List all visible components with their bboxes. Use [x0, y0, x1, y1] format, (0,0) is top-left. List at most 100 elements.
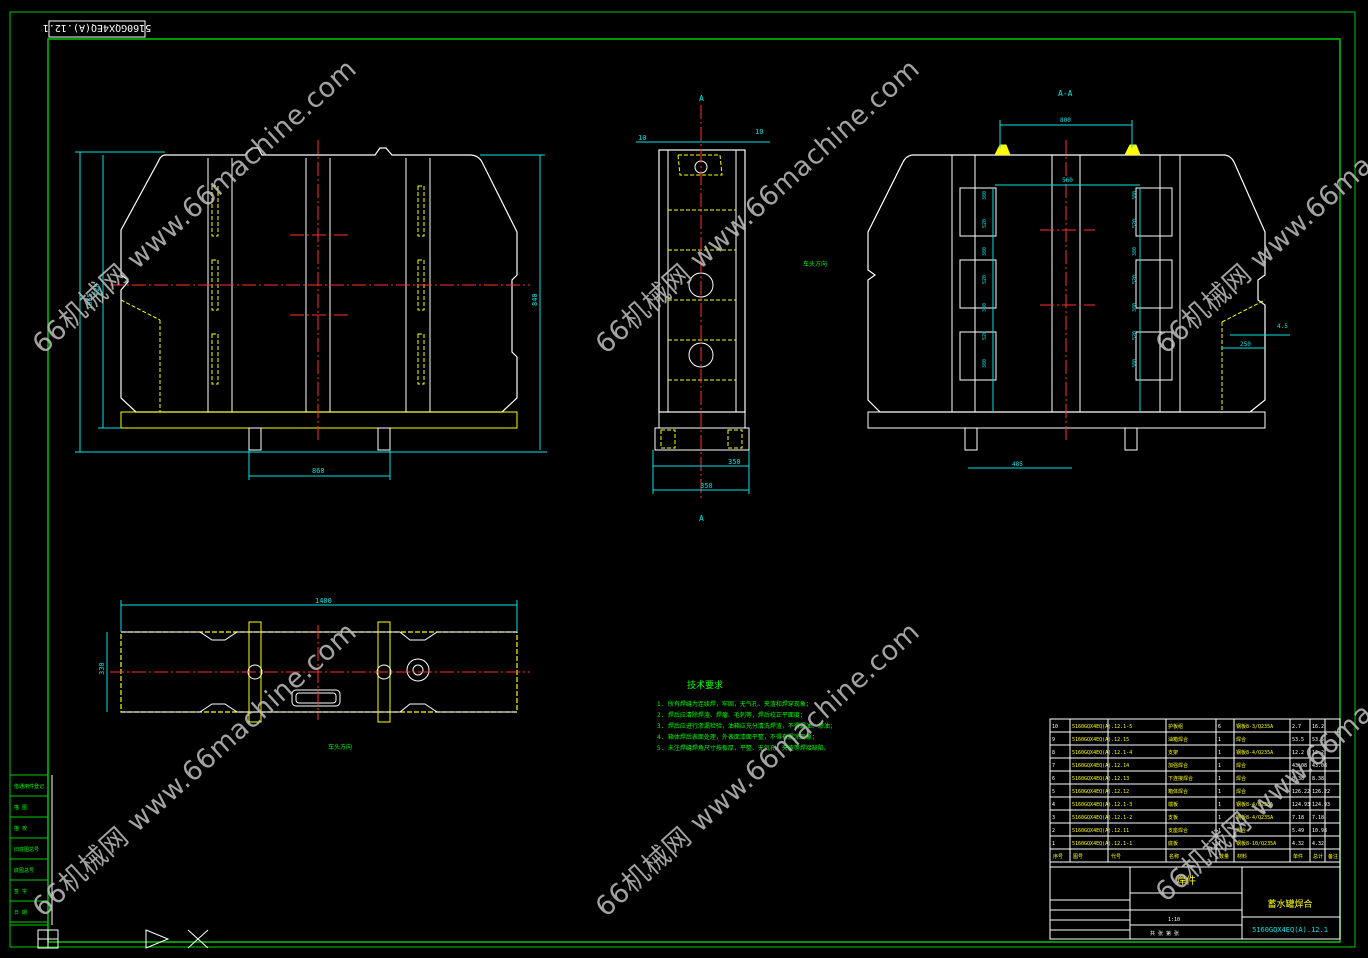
tech-line: 2. 焊后应清除焊渣、焊瘤、毛刺等，焊后校正平面度； — [657, 711, 806, 719]
stamp-label: 签 字 — [14, 888, 27, 895]
part-name: 蓄水罐焊合 — [1267, 898, 1312, 910]
bom-cell: 2.7 — [1292, 724, 1301, 730]
front-tank-outline — [120, 147, 518, 413]
tech-title: 技术要求 — [687, 679, 723, 691]
stack-dim-right: 520 — [1132, 331, 1138, 340]
ucs-arrow-x — [145, 929, 170, 949]
dim-text: 330 — [98, 662, 106, 675]
bom-cell: 5 — [1052, 789, 1055, 795]
bom-cell: 6 — [1052, 776, 1055, 782]
stamp-label: 底图总号 — [14, 867, 34, 874]
dim-text: 840 — [531, 293, 539, 306]
section-rib-panel — [959, 331, 997, 381]
section-rib-panel — [1135, 187, 1173, 237]
front-slot — [417, 333, 425, 385]
bom-cell: 43.08 — [1312, 763, 1327, 769]
bom-cell: 124.93 — [1312, 802, 1330, 808]
stack-dim-left: 380 — [982, 191, 988, 200]
bom-cell: 1 — [1218, 828, 1221, 834]
bom-header-cell: 单件 — [1293, 853, 1303, 860]
code-box — [48, 20, 146, 38]
bom-cell: 9 — [1052, 737, 1055, 743]
bom-cell: 53.5 — [1292, 737, 1304, 743]
bom-header-cell: 名称 — [1169, 853, 1179, 860]
bom-cell: 5160GQX4EQ(A).12.1-3 — [1072, 802, 1132, 808]
bom-header-cell: 数量 — [1219, 853, 1229, 860]
bom-cell: 5160GQX4EQ(A).12.11 — [1072, 828, 1129, 834]
bom-cell: 5160GQX4EQ(A).12.15 — [1072, 737, 1129, 743]
bom-header-cell: 材料 — [1237, 853, 1247, 860]
dim-text: 250 — [1240, 341, 1251, 348]
bom-cell: 43.08 — [1292, 763, 1307, 769]
section-outline — [867, 154, 1266, 413]
stamp-label: 旧底图总号 — [14, 846, 39, 853]
tech-line: 4. 箱体焊后表面处理，外表面漆面平整，不得有漏涂现象； — [657, 733, 818, 741]
bom-cell: 4.32 — [1312, 841, 1324, 847]
inner-frame — [47, 38, 1341, 943]
bom-cell: 2 — [1052, 828, 1055, 834]
bom-cell: 1 — [1218, 815, 1221, 821]
bom-cell: 10.98 — [1312, 828, 1327, 834]
bom-cell: 支座焊合 — [1168, 827, 1188, 834]
dim-text: 350 — [700, 482, 713, 490]
bom-header-cell: 序号 — [1053, 853, 1063, 860]
tech-requirements: 技术要求 1. 所有焊缝为连续焊，牢固，无气孔、夹渣和焊穿现象； 2. 焊后应清除… — [657, 679, 836, 752]
stack-dim-left: 520 — [982, 275, 988, 284]
bom-cell: 16.2 — [1312, 724, 1324, 730]
bom-cell: 1 — [1218, 802, 1221, 808]
bom-cell: 5160GQX4EQ(A).12.1-4 — [1072, 750, 1132, 756]
bom-cell: 1 — [1218, 789, 1221, 795]
side-foot — [654, 427, 750, 451]
front-slot — [211, 185, 219, 237]
plan-handle — [291, 689, 341, 707]
bom-cell: 钢板8-10/Q235A — [1236, 840, 1276, 847]
stack-dim-right: 520 — [1132, 275, 1138, 284]
bom-cell: 7.18 — [1312, 815, 1324, 821]
stamp-label: 描 校 — [14, 825, 27, 832]
section-foot — [964, 427, 978, 451]
bom-cell: 5.49 — [1292, 828, 1304, 834]
bom-cell: 焊合 — [1236, 775, 1246, 782]
bom-cell: 钢板8-3/Q235A — [1236, 723, 1273, 730]
bom-cell: 3 — [1052, 815, 1055, 821]
outer-frame — [9, 11, 1356, 948]
bom-cell: 10 — [1052, 724, 1058, 730]
tech-line: 1. 所有焊缝为连续焊，牢固，无气孔、夹渣和焊穿现象； — [657, 700, 812, 708]
stamp-label: 日 期 — [14, 910, 27, 916]
bom-cell: 焊合 — [1236, 827, 1246, 834]
bom-cell: 5160GQX4EQ(A).12.14 — [1072, 763, 1129, 769]
front-slot — [417, 185, 425, 237]
section-foot — [1124, 427, 1138, 451]
bom-cell: 126.22 — [1312, 789, 1330, 795]
front-foot-right — [377, 427, 391, 451]
bom-cell: 4.32 — [1292, 841, 1304, 847]
bom-cell: 支板 — [1168, 814, 1178, 821]
plan-bottom-edge — [121, 703, 517, 713]
bom-cell: 5160GQX4EQ(A).12.13 — [1072, 776, 1129, 782]
section-hidden-edge — [1221, 299, 1266, 323]
dim-text: 720 — [93, 283, 101, 296]
stack-dim-right: 380 — [1132, 191, 1138, 200]
section-rib-panel — [959, 259, 997, 309]
bom-cell: 6 — [1218, 724, 1221, 730]
sheet-label: 共 张 第 张 — [1150, 930, 1179, 937]
bom-cell: 支架 — [1168, 749, 1178, 756]
front-view: 1065 720 840 860 — [75, 140, 547, 480]
bom-cell: 焊合 — [1236, 762, 1246, 769]
part-code: 5160GQX4EQ(A).12.1 — [1252, 926, 1328, 934]
bom-cell: 4 — [1052, 802, 1055, 808]
bom-cell: 钢板8-4/Q235A — [1236, 749, 1273, 756]
section-rib-panel — [1135, 331, 1173, 381]
front-slot — [211, 333, 219, 385]
bom-cell: 1 — [1218, 776, 1221, 782]
bom-cell: 钢板8-4/Q235A — [1236, 801, 1273, 808]
bom-header-cell: 代号 — [1111, 853, 1121, 860]
scale-label: 1:10 — [1168, 917, 1180, 923]
weld-label: 焊件 — [1176, 875, 1196, 887]
dim-text: 350 — [728, 458, 741, 466]
bom-cell: 端板 — [1168, 801, 1178, 808]
bom-cell: 126.22 — [1292, 789, 1310, 795]
